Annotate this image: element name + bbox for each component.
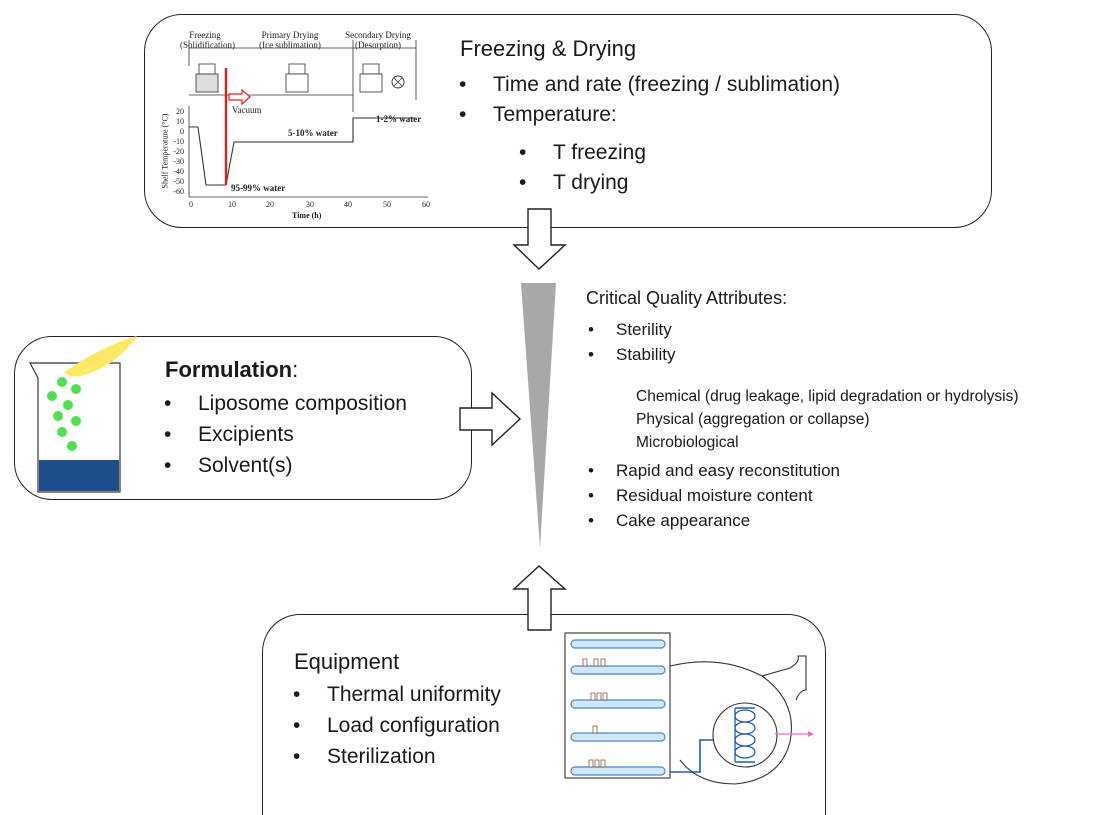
freeze-dryer-vial-icon: [285, 63, 309, 93]
equipment-title: Equipment: [294, 649, 400, 674]
y-tick-label: -50: [173, 177, 184, 186]
freeze-dryer-vial-icon: [359, 63, 383, 93]
list-item: Microbiological: [636, 434, 739, 451]
particles: [47, 377, 81, 451]
list-item: Stability: [588, 342, 675, 367]
x-tick-label: 50: [383, 200, 391, 209]
x-tick-label: 10: [228, 200, 236, 209]
y-tick-label: -40: [173, 167, 184, 176]
equipment-list: Thermal uniformity Load configuration St…: [293, 679, 501, 772]
stability-sublist: Chemical (drug leakage, lipid degradatio…: [636, 385, 1019, 454]
freezing-drying-title: Freezing & Drying: [460, 36, 637, 61]
y-tick-label: -10: [173, 137, 184, 146]
list-item: Chemical (drug leakage, lipid degradatio…: [636, 388, 1019, 405]
phase-label-secondary: Secondary Drying(Desorption): [345, 30, 411, 50]
y-tick-label: -20: [173, 147, 184, 156]
water-label-primary: 5-10% water: [288, 128, 338, 138]
shelves: [570, 639, 666, 776]
fan-icon: [391, 75, 405, 89]
y-tick-label: 10: [176, 117, 184, 126]
list-item: Sterilization: [293, 741, 501, 772]
list-item: Liposome composition: [164, 388, 407, 419]
cqa-list-top: Sterility Stability: [588, 317, 676, 367]
x-tick-label: 60: [422, 200, 430, 209]
phase-label-freezing: Freezing(Solidification): [180, 30, 235, 50]
arrow-up-icon: [512, 565, 567, 631]
vials: [582, 658, 608, 768]
x-tick-label: 20: [266, 200, 274, 209]
formulation-title: Formulation:: [165, 357, 298, 383]
vacuum-label: Vacuum: [232, 105, 262, 115]
y-tick-label: -30: [173, 157, 184, 166]
formulation-title-suffix: :: [292, 357, 299, 382]
y-tick-label: 20: [176, 107, 184, 116]
x-tick-label: 30: [306, 200, 314, 209]
list-item: Excipients: [164, 419, 407, 450]
freeze-dryer-vial-icon: [195, 63, 219, 93]
water-label-secondary: 1-2% water: [376, 114, 422, 124]
arrow-down-icon: [512, 208, 567, 270]
list-item: Physical (aggregation or collapse): [636, 411, 870, 428]
list-item: Sterility: [588, 317, 676, 342]
quality-funnel: [521, 283, 556, 548]
formulation-list: Liposome composition Excipients Solvent(…: [164, 388, 407, 481]
y-tick-label: 0: [180, 127, 184, 136]
cqa-list-bottom: Rapid and easy reconstitution Residual m…: [588, 458, 840, 533]
list-item: Load configuration: [293, 710, 501, 741]
freeze-drying-cycle-graph: [188, 40, 428, 198]
list-item: Residual moisture content: [588, 483, 840, 508]
list-item: Thermal uniformity: [293, 679, 501, 710]
condenser-coil-icon: [712, 702, 778, 768]
arrow-right-icon: [459, 391, 522, 447]
list-item: T drying: [519, 168, 646, 198]
list-item: Rapid and easy reconstitution: [588, 458, 840, 483]
formulation-title-bold: Formulation: [165, 357, 293, 382]
temperature-sublist: T freezing T drying: [519, 138, 646, 198]
x-tick-label: 0: [189, 200, 193, 209]
exhaust-arrow-icon: [775, 731, 814, 737]
cqa-title: Critical Quality Attributes:: [586, 288, 788, 308]
water-label-freezing: 95-99% water: [231, 183, 286, 193]
list-item: T freezing: [519, 138, 646, 168]
beaker-icon: [29, 362, 121, 493]
y-tick-label: -60: [173, 187, 184, 196]
list-item: Temperature:: [459, 100, 840, 130]
list-item: Solvent(s): [164, 450, 407, 481]
x-axis-label: Time (h): [292, 211, 322, 220]
list-item: Time and rate (freezing / sublimation): [459, 70, 840, 100]
list-item: Cake appearance: [588, 508, 840, 533]
x-tick-label: 40: [344, 200, 352, 209]
phase-label-primary: Primary Drying(Ice sublimation): [259, 30, 321, 50]
lemon-icon: [64, 336, 137, 377]
freezing-drying-list: Time and rate (freezing / sublimation) T…: [459, 70, 840, 130]
lyophilizer-icon: [564, 632, 814, 785]
